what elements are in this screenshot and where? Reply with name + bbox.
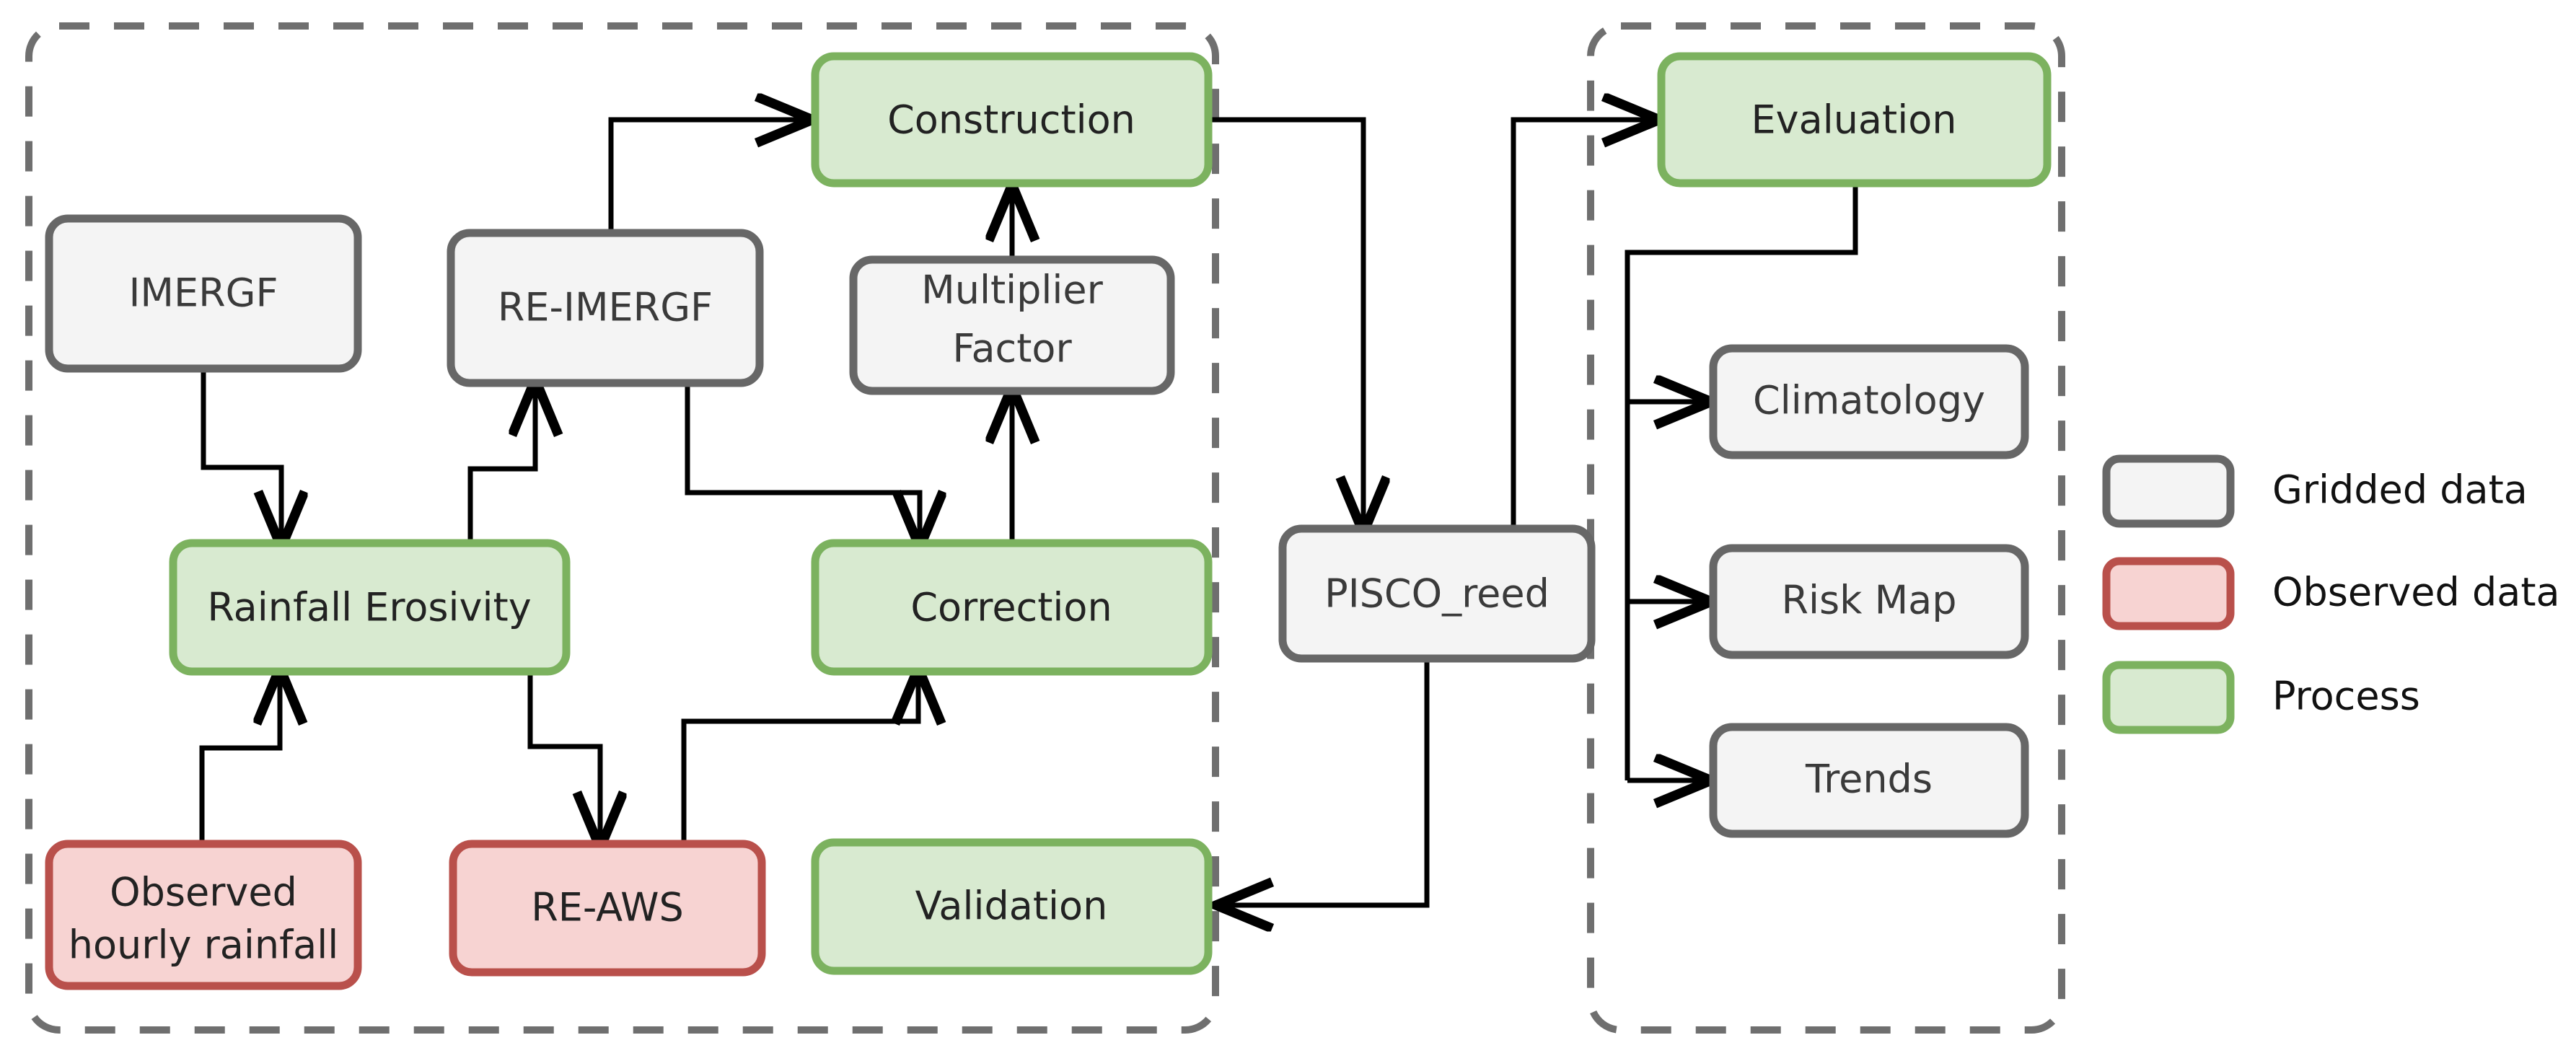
node-multiplier-factor-label-line2: Factor: [952, 326, 1072, 371]
edge-construction-to-pisco: [1206, 117, 1363, 530]
node-correction[interactable]: Correction: [811, 539, 1213, 676]
node-re-aws-label: RE-AWS: [531, 885, 684, 930]
edge-evaluation-bus: [1625, 186, 1858, 780]
edge-re-aws-to-correction: [681, 671, 918, 845]
node-risk-map[interactable]: Risk Map: [1709, 544, 2029, 659]
node-observed-label-line2: hourly rainfall: [69, 922, 338, 968]
node-pisco-reed-label: PISCO_reed: [1324, 571, 1549, 617]
edge-erosivity-to-re-imergf: [467, 382, 535, 545]
node-observed-label-line1: Observed: [110, 870, 297, 915]
edge-pisco-to-evaluation: [1511, 120, 1656, 541]
node-climatology[interactable]: Climatology: [1709, 344, 2029, 459]
node-correction-label: Correction: [910, 585, 1112, 630]
node-validation[interactable]: Validation: [811, 838, 1213, 975]
node-re-imergf-label: RE-IMERGF: [498, 285, 713, 330]
node-climatology-label: Climatology: [1753, 378, 1985, 423]
legend-swatch-observed: [2102, 557, 2235, 630]
legend-label-observed: Observed data: [2272, 570, 2560, 615]
legend: Gridded data Observed data Process: [2102, 454, 2560, 734]
node-trends[interactable]: Trends: [1709, 723, 2029, 838]
node-multiplier-factor[interactable]: Multiplier Factor: [849, 255, 1175, 395]
legend-item-gridded-data: Gridded data: [2102, 454, 2528, 528]
node-construction-label: Construction: [887, 97, 1135, 143]
legend-label-process: Process: [2272, 674, 2420, 719]
node-rainfall-erosivity[interactable]: Rainfall Erosivity: [169, 539, 571, 676]
edge-erosivity-to-re-aws: [527, 671, 600, 845]
legend-swatch-process: [2102, 661, 2235, 734]
node-construction[interactable]: Construction: [811, 52, 1213, 188]
node-rainfall-erosivity-label: Rainfall Erosivity: [207, 585, 531, 630]
node-trends-label: Trends: [1805, 757, 1933, 802]
node-evaluation-label: Evaluation: [1751, 97, 1957, 143]
node-imergf-label: IMERGF: [128, 270, 278, 316]
node-re-aws[interactable]: RE-AWS: [449, 840, 766, 977]
edge-observed-to-erosivity: [199, 671, 280, 845]
node-observed-hourly-rainfall[interactable]: Observed hourly rainfall: [45, 840, 362, 990]
edge-imergf-to-erosivity: [201, 370, 281, 545]
edge-re-imergf-to-construction: [608, 120, 809, 272]
node-imergf[interactable]: IMERGF: [45, 214, 362, 373]
node-pisco-reed[interactable]: PISCO_reed: [1278, 524, 1596, 663]
edge-pisco-to-validation: [1219, 658, 1430, 905]
legend-item-process: Process: [2102, 661, 2420, 734]
legend-swatch-gridded: [2102, 454, 2235, 528]
panel-left-boundary: [25, 22, 1219, 1034]
node-validation-label: Validation: [915, 884, 1108, 929]
legend-label-gridded: Gridded data: [2272, 467, 2528, 513]
node-re-imergf[interactable]: RE-IMERGF: [447, 229, 764, 387]
legend-item-observed-data: Observed data: [2102, 557, 2560, 630]
node-multiplier-factor-label-line1: Multiplier: [921, 268, 1104, 313]
node-evaluation[interactable]: Evaluation: [1657, 52, 2052, 188]
edge-re-imergf-to-correction: [685, 382, 920, 545]
node-risk-map-label: Risk Map: [1781, 578, 1956, 623]
panel-right-boundary: [1587, 22, 2065, 1034]
